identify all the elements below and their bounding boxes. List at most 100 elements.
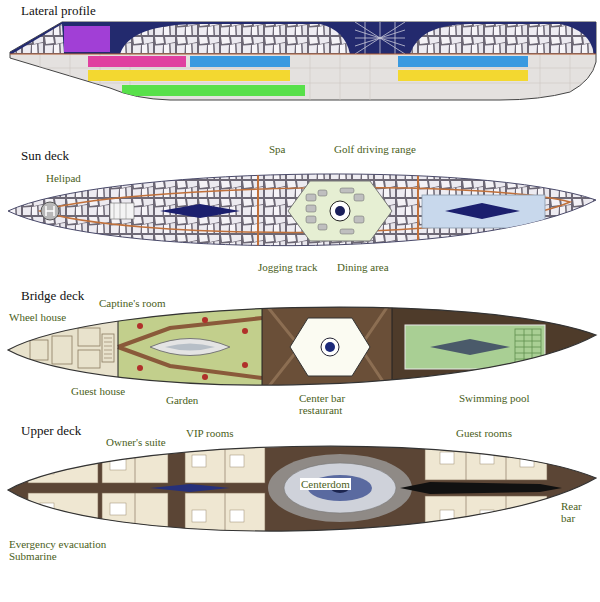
upper-deck-part-part-part (135, 493, 136, 531)
upper-deck-part (8, 446, 596, 531)
upper-deck (0, 430, 600, 555)
sun-deck-part-part-part (354, 194, 364, 201)
section-title: Lateral profile (20, 4, 97, 18)
area-label: Guest house (70, 385, 126, 397)
sun-deck-part-part (445, 203, 520, 219)
lateral-profile-part-part-part (570, 54, 571, 100)
upper-deck-part-part-part (425, 442, 547, 480)
lateral-profile-part-part-part (355, 30, 405, 46)
lateral-profile-part-part-part (340, 54, 341, 100)
sun-deck-part-part (417, 160, 419, 260)
lateral-profile-part-part-part (355, 22, 405, 54)
area-label: Evergency evacuation Submarine (8, 538, 122, 562)
upper-deck-part-part (284, 463, 396, 513)
upper-deck-part-part-part (225, 493, 226, 533)
area-label: Spa (268, 143, 287, 155)
bridge-deck-part-part (165, 344, 215, 351)
bridge-deck-part-part (405, 325, 545, 369)
lateral-profile-part-part (398, 56, 528, 67)
sun-deck-part-part (160, 204, 240, 218)
area-label: Dining area (336, 261, 390, 273)
bridge-deck-part-part (30, 328, 114, 368)
bridge-deck-part-part-part (102, 334, 114, 362)
sun-deck-part-part-part (318, 190, 327, 196)
area-label: Jogging track (257, 261, 319, 273)
area-label: Golf driving range (333, 143, 417, 155)
sun-deck-part-part (41, 202, 59, 220)
sun-deck-part-part (46, 206, 54, 216)
upper-deck-part-part-part (135, 448, 136, 483)
area-label: Swimming pool (458, 392, 531, 404)
lateral-profile-part-part (120, 24, 350, 54)
area-label: Garden (165, 394, 199, 406)
upper-deck-part-part-part (225, 445, 226, 483)
lateral-profile-part-part (10, 53, 596, 54)
lateral-profile-part-part (398, 70, 528, 81)
sun-deck-part-part (114, 203, 126, 219)
bridge-deck-part-part (150, 339, 230, 356)
lateral-profile-part-part (122, 85, 305, 96)
upper-deck-part-part-part (102, 493, 168, 531)
area-label: VIP rooms (185, 427, 235, 439)
sun-deck-part-part (110, 203, 134, 219)
sun-deck-part-part (335, 206, 345, 216)
upper-deck-part-part-part (520, 508, 534, 520)
bridge-deck-part-part (290, 318, 370, 376)
upper-deck-part-part-part (466, 442, 467, 480)
sun-deck (8, 160, 596, 260)
lateral-profile-part (10, 22, 596, 100)
lateral-profile-part (10, 22, 596, 100)
lateral-profile-part-part (355, 22, 405, 54)
upper-deck-part-part-part (110, 503, 126, 515)
upper-deck-part-part (268, 454, 412, 522)
lateral-profile-part-part-part (355, 30, 405, 46)
lateral-profile-part-part (88, 56, 186, 67)
area-label: Captine's room (98, 297, 166, 309)
upper-deck-part-part (150, 484, 230, 492)
area-label: Wheel house (8, 311, 67, 323)
bridge-deck-part-part-part (52, 336, 72, 364)
lateral-profile-part-part-part (310, 54, 311, 100)
bridge-deck-part-part-part (202, 317, 208, 323)
upper-deck-part-part-part (28, 452, 98, 483)
upper-deck-part-part-part (440, 452, 454, 464)
sun-deck-part-part-part (318, 224, 327, 230)
lateral-profile-part-part (190, 56, 290, 67)
bridge-deck-part-part-part (202, 374, 208, 380)
bridge-deck-part-part-part (78, 350, 100, 368)
section-title: Sun deck (20, 149, 70, 163)
lateral-profile-part-part (10, 54, 596, 100)
section-title: Upper deck (20, 424, 82, 438)
bridge-deck-part-part (321, 338, 339, 356)
lateral-profile-part-part-part (10, 83, 596, 84)
sun-deck-part (40, 160, 570, 260)
lateral-profile-part-part (12, 24, 64, 54)
sun-deck-part-part-part (354, 216, 364, 223)
lateral-profile-part-part (410, 24, 594, 54)
upper-deck-part-part-part (506, 442, 507, 480)
lateral-profile-part-part-part (40, 54, 41, 100)
lateral-profile (10, 22, 596, 100)
upper-deck-part-part (400, 482, 562, 494)
sun-deck-part-part (257, 160, 259, 260)
upper-deck-part-part-part (506, 496, 507, 536)
upper-deck-part-part-part (425, 496, 547, 536)
section-title: Bridge deck (20, 289, 85, 303)
sun-deck-part-part-part (306, 216, 316, 223)
upper-deck-part-part-part (192, 510, 206, 522)
sun-deck-part-part (422, 195, 545, 228)
upper-deck-part-part-part (185, 493, 265, 533)
area-label: Owner's suite (105, 436, 167, 448)
lateral-profile-part-part (88, 70, 290, 81)
lateral-profile-part-part-part (540, 54, 541, 100)
area-label: Guest rooms (455, 427, 513, 439)
bridge-deck-part (8, 307, 596, 385)
upper-deck-part-part-part (230, 455, 244, 467)
upper-deck-part-part-part (102, 448, 168, 483)
bridge-deck-part-part-part (30, 340, 48, 360)
lateral-profile-part-part (10, 22, 596, 54)
bridge-deck-part-part (118, 318, 262, 378)
